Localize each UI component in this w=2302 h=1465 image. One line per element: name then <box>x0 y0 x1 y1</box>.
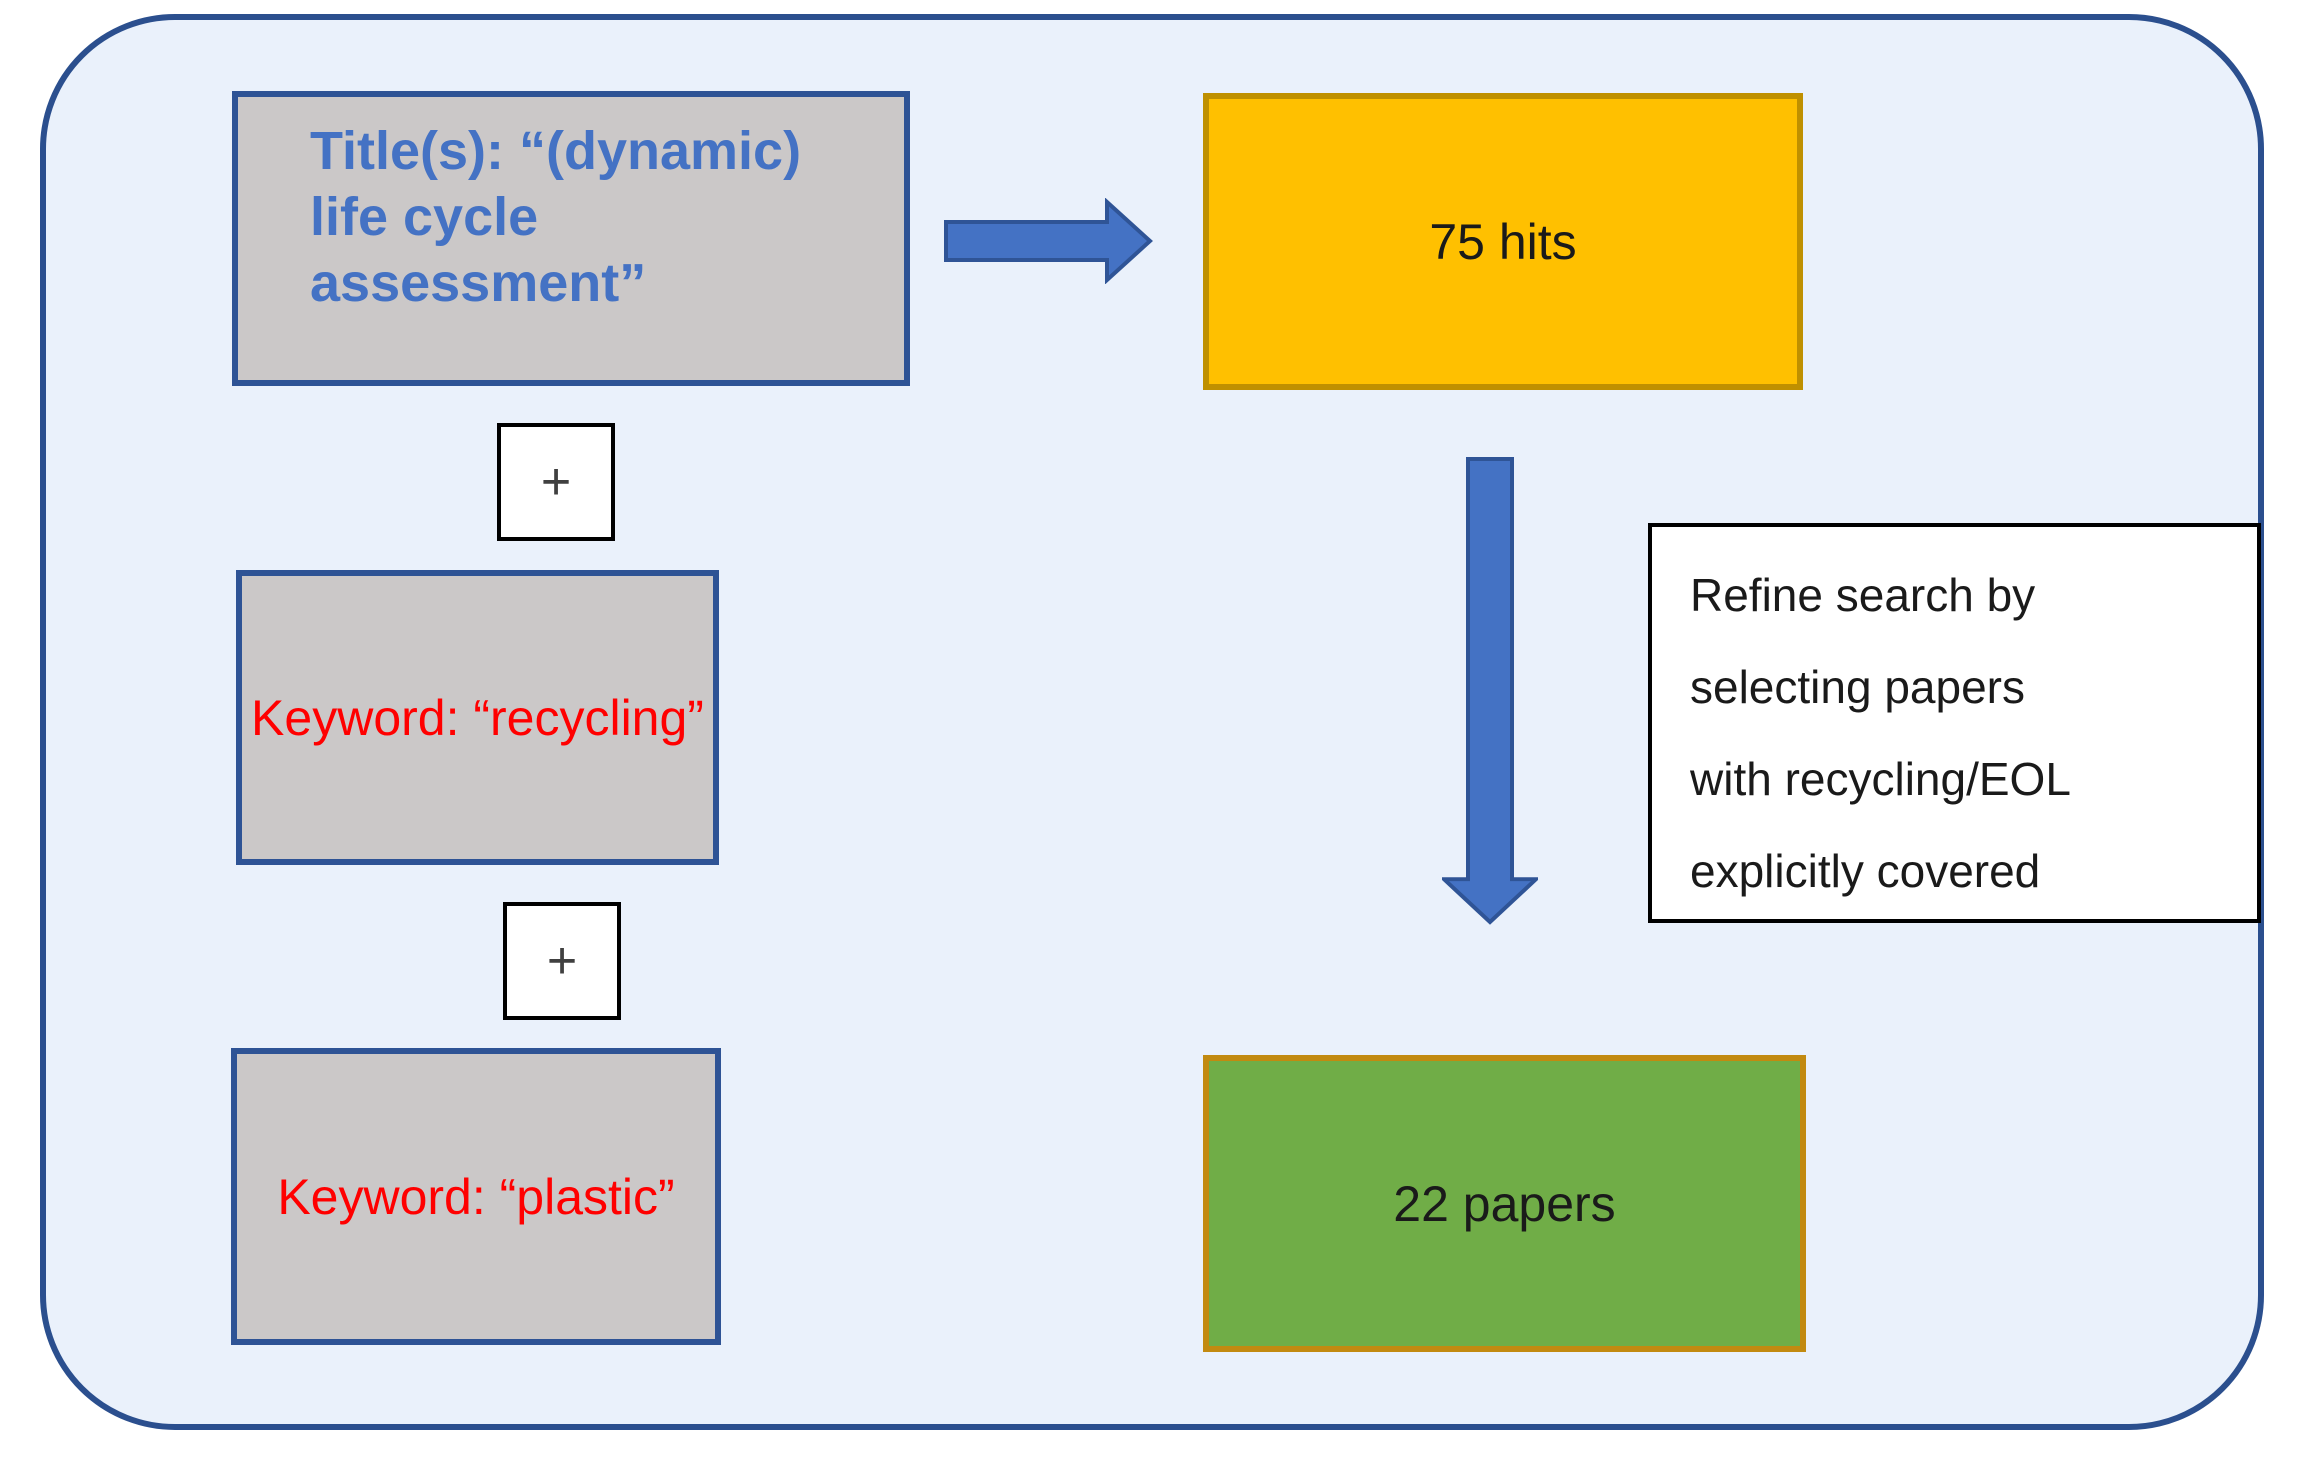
title-search-text: Title(s): “(dynamic) life cycle assessme… <box>310 121 802 313</box>
right-arrow-icon <box>944 198 1154 284</box>
hits-result-text: 75 hits <box>1429 213 1577 270</box>
keyword-recycling-box: Keyword: “recycling” <box>236 570 719 865</box>
refine-note-text: Refine search by selecting papers with r… <box>1690 569 2071 897</box>
plus-icon: + <box>540 453 572 511</box>
keyword-plastic-text: Keyword: “plastic” <box>277 1168 675 1225</box>
papers-result-box: 22 papers <box>1203 1055 1806 1352</box>
plus-connector-2: + <box>503 902 621 1020</box>
hits-result-box: 75 hits <box>1203 93 1803 390</box>
keyword-recycling-text: Keyword: “recycling” <box>251 689 704 746</box>
plus-icon: + <box>546 932 578 990</box>
flowchart-container: Title(s): “(dynamic) life cycle assessme… <box>40 14 2264 1430</box>
keyword-plastic-box: Keyword: “plastic” <box>231 1048 721 1345</box>
refine-note-box: Refine search by selecting papers with r… <box>1648 523 2261 923</box>
title-search-box: Title(s): “(dynamic) life cycle assessme… <box>232 91 910 386</box>
papers-result-text: 22 papers <box>1393 1175 1616 1232</box>
plus-connector-1: + <box>497 423 615 541</box>
down-arrow-icon <box>1442 457 1538 925</box>
